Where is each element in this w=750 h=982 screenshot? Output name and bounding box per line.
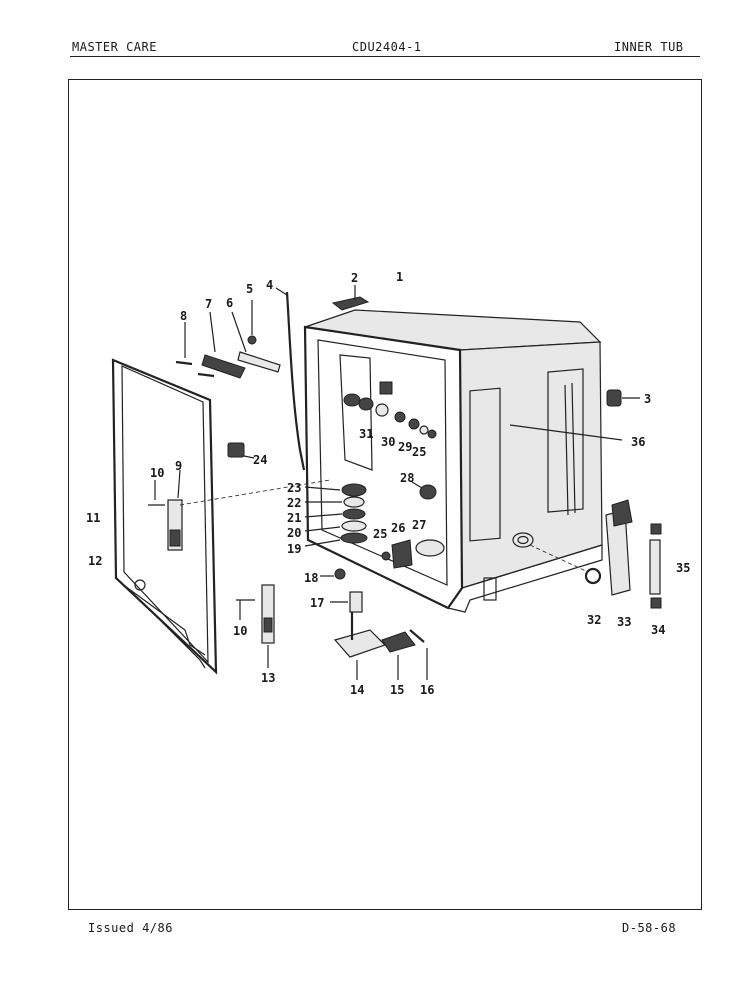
callout-7: 7 — [205, 297, 212, 311]
part-27-part — [415, 539, 445, 557]
callout-23: 23 — [287, 481, 301, 495]
part-28-grommet — [411, 481, 437, 500]
callout-18: 18 — [304, 571, 318, 585]
callout-13: 13 — [261, 671, 275, 685]
callout-10: 10 — [150, 466, 164, 480]
callout-31: 31 — [359, 427, 373, 441]
part-36-leader — [509, 424, 623, 441]
parts-19-23-pump-stack — [304, 483, 368, 547]
callout-25: 25 — [412, 445, 426, 459]
callout-30: 30 — [381, 435, 395, 449]
part-17-spacer — [330, 591, 363, 613]
part-24-clip — [227, 442, 255, 459]
callout-12: 12 — [88, 554, 102, 568]
callout-15: 15 — [390, 683, 404, 697]
part-18-nut — [320, 568, 346, 580]
callout-2: 2 — [351, 271, 358, 285]
header-rule — [70, 56, 700, 57]
callout-34: 34 — [651, 623, 665, 637]
part-7-bracket — [201, 311, 246, 379]
callout-3: 3 — [644, 392, 651, 406]
callout-29: 29 — [398, 440, 412, 454]
callout-8: 8 — [180, 309, 187, 323]
callout-28: 28 — [400, 471, 414, 485]
part-26-bracket — [391, 539, 413, 569]
header-model-number: CDU2404-1 — [352, 40, 422, 54]
callout-5: 5 — [246, 282, 253, 296]
part-13-strike — [236, 584, 275, 668]
callout-35: 35 — [676, 561, 690, 575]
callout-33: 33 — [617, 615, 631, 629]
callout-22: 22 — [287, 496, 301, 510]
part-35-tube — [649, 539, 661, 595]
callout-1: 1 — [396, 270, 403, 284]
part-16-screw — [409, 629, 428, 680]
callout-labels: 1 2 3 4 5 6 7 8 9 10 11 12 13 14 15 16 1… — [86, 270, 690, 697]
footer-issued-date: Issued 4/86 — [88, 921, 173, 935]
callout-17: 17 — [310, 596, 324, 610]
door-gasket — [111, 358, 218, 675]
diagram-frame — [68, 79, 702, 910]
callout-32: 32 — [587, 613, 601, 627]
inner-tub-body — [303, 309, 603, 613]
part-34-nut — [650, 523, 662, 609]
callout-14: 14 — [350, 683, 364, 697]
callout-9: 9 — [175, 459, 182, 473]
callout-21: 21 — [287, 511, 301, 525]
callout-6: 6 — [226, 296, 233, 310]
callout-20: 20 — [287, 526, 301, 540]
part-32-grommet — [529, 544, 602, 585]
part-4-tube — [275, 287, 306, 471]
callout-16: 16 — [420, 683, 434, 697]
callout-11: 11 — [86, 511, 100, 525]
callout-27: 27 — [412, 518, 426, 532]
part-9-latch — [148, 469, 331, 551]
callout-25b: 25 — [373, 527, 387, 541]
part-5-screw — [247, 300, 257, 345]
part-33-bracket — [605, 499, 633, 596]
callout-4: 4 — [266, 278, 273, 292]
callout-36: 36 — [631, 435, 645, 449]
part-25-screw — [381, 429, 437, 561]
callout-10b: 10 — [233, 624, 247, 638]
part-8-screw — [175, 322, 215, 378]
callout-24: 24 — [253, 453, 267, 467]
header-brand: MASTER CARE — [72, 40, 157, 54]
part-3-clip — [606, 389, 640, 407]
callout-19: 19 — [287, 542, 301, 556]
parts-29-31-fittings — [343, 381, 429, 435]
header-section-title: INNER TUB — [614, 40, 684, 54]
part-15-bracket — [381, 631, 416, 680]
part-2-bracket — [331, 285, 370, 311]
footer-page-code: D-58-68 — [622, 921, 677, 935]
callout-26: 26 — [391, 521, 405, 535]
part-6-plate — [231, 311, 281, 373]
